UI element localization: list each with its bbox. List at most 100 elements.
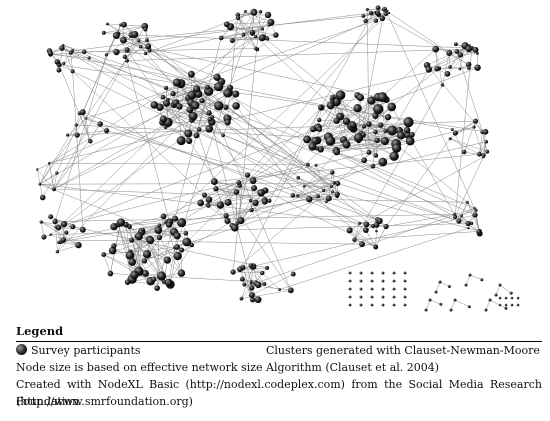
inter-cluster-edge bbox=[456, 51, 483, 133]
graph-node bbox=[372, 112, 379, 119]
graph-node bbox=[440, 83, 445, 87]
graph-node bbox=[49, 233, 52, 236]
cluster-edge bbox=[363, 134, 370, 153]
inter-cluster-edge bbox=[279, 227, 469, 290]
graph-node bbox=[403, 117, 414, 128]
inter-cluster-edge bbox=[146, 39, 333, 193]
graph-node bbox=[474, 208, 478, 212]
graph-node bbox=[130, 270, 139, 280]
cluster-edge bbox=[354, 239, 376, 248]
graph-node bbox=[467, 226, 470, 230]
graph-node bbox=[79, 226, 86, 233]
cluster-edge bbox=[233, 271, 263, 274]
graph-node bbox=[122, 54, 128, 60]
inter-cluster-edge bbox=[175, 12, 255, 248]
graph-node bbox=[374, 137, 380, 144]
isolate-node bbox=[392, 287, 396, 291]
graph-node bbox=[214, 82, 224, 92]
component-node bbox=[438, 280, 442, 284]
cluster-edge bbox=[474, 208, 480, 232]
graph-node bbox=[363, 18, 368, 24]
graph-node bbox=[145, 38, 149, 43]
graph-node bbox=[193, 85, 201, 93]
cluster-edge bbox=[221, 37, 264, 39]
graph-node bbox=[156, 234, 163, 241]
graph-node bbox=[112, 32, 120, 39]
graph-node bbox=[47, 50, 54, 56]
graph-node bbox=[457, 52, 463, 58]
graph-node bbox=[237, 266, 243, 273]
graph-node bbox=[357, 221, 362, 225]
inter-cluster-edge bbox=[214, 153, 480, 182]
graph-node bbox=[260, 27, 265, 31]
component-edge bbox=[439, 281, 450, 287]
graph-node bbox=[249, 285, 255, 291]
graph-node bbox=[325, 135, 336, 146]
cluster-edge bbox=[103, 26, 145, 33]
cluster-edge bbox=[316, 148, 365, 161]
graph-node bbox=[111, 243, 117, 249]
graph-node bbox=[359, 241, 365, 248]
inter-cluster-edge bbox=[56, 24, 121, 174]
cluster-edge bbox=[41, 221, 45, 238]
graph-node bbox=[176, 103, 183, 110]
cluster-edge bbox=[358, 137, 395, 157]
graph-node bbox=[55, 224, 62, 231]
cluster-edge bbox=[113, 226, 165, 282]
inter-cluster-edge bbox=[39, 183, 338, 185]
cluster-edge bbox=[150, 246, 178, 282]
graph-node bbox=[137, 39, 141, 43]
inter-cluster-edge bbox=[63, 44, 462, 216]
isolate-node bbox=[504, 296, 508, 300]
component-node bbox=[488, 298, 492, 302]
graph-node bbox=[342, 140, 351, 149]
graph-node bbox=[197, 199, 205, 207]
survey-participants-label: Survey participants bbox=[31, 344, 141, 357]
graph-node bbox=[74, 123, 78, 127]
isolate-node bbox=[516, 303, 520, 307]
cluster-edge bbox=[139, 247, 176, 273]
graph-node bbox=[216, 201, 225, 209]
graph-node bbox=[373, 10, 377, 14]
isolate-node bbox=[359, 295, 363, 299]
graph-node bbox=[124, 279, 131, 285]
isolate-node bbox=[348, 271, 352, 275]
cluster-edge bbox=[57, 244, 79, 252]
graph-node bbox=[41, 234, 47, 240]
isolate-node bbox=[348, 287, 352, 291]
graph-node bbox=[154, 226, 163, 235]
graph-node bbox=[454, 49, 460, 54]
inter-cluster-edge bbox=[361, 9, 385, 133]
graph-node bbox=[59, 45, 65, 51]
cluster-edge bbox=[239, 185, 256, 204]
graph-node bbox=[387, 125, 398, 136]
inter-cluster-edge bbox=[242, 107, 322, 268]
graph-node bbox=[314, 163, 318, 167]
graph-node bbox=[173, 232, 181, 240]
cluster-edge bbox=[237, 17, 256, 49]
graph-node bbox=[460, 214, 463, 218]
component-edge bbox=[425, 299, 431, 311]
component-node bbox=[453, 298, 457, 302]
graph-node bbox=[324, 200, 328, 204]
graph-node bbox=[349, 121, 357, 129]
node-size-note: Node size is based on effective network … bbox=[16, 361, 263, 374]
inter-cluster-edge bbox=[50, 223, 469, 235]
cluster-edge bbox=[375, 97, 383, 133]
cluster-edge bbox=[243, 14, 269, 35]
component-node bbox=[504, 306, 508, 310]
graph-node bbox=[177, 269, 186, 277]
graph-node bbox=[375, 5, 381, 11]
isolate-node bbox=[370, 303, 374, 307]
cluster-edge bbox=[436, 49, 476, 69]
cluster-edge bbox=[39, 163, 50, 185]
graph-node bbox=[265, 265, 270, 270]
graph-node bbox=[363, 221, 370, 228]
graph-node bbox=[374, 245, 377, 249]
inter-cluster-edge bbox=[63, 63, 205, 196]
graph-node bbox=[248, 263, 254, 268]
graph-node bbox=[303, 135, 312, 144]
graph-node bbox=[366, 121, 372, 127]
cluster-edge bbox=[473, 126, 484, 158]
cluster-edge bbox=[163, 118, 224, 136]
